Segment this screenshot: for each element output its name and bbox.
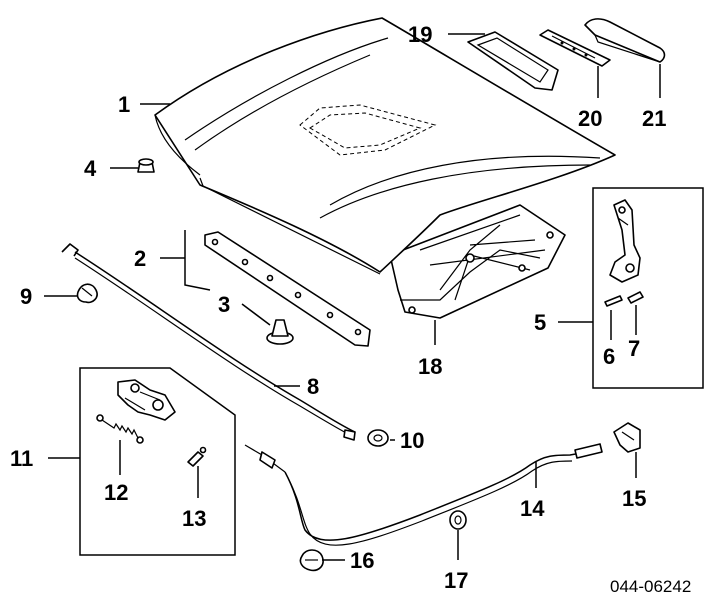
hood-seal <box>204 231 371 347</box>
hood-inner-panel <box>389 204 566 319</box>
callout-19: 19 <box>408 22 432 47</box>
hood-panel <box>154 17 616 275</box>
callout-20: 20 <box>578 106 602 131</box>
callout-14: 14 <box>520 496 545 521</box>
callout-3: 3 <box>218 292 230 317</box>
grommet-10 <box>367 429 389 447</box>
callout-8: 8 <box>307 374 319 399</box>
hood-lock <box>117 379 176 421</box>
grommet-17 <box>449 510 467 530</box>
leader-lines <box>44 33 661 561</box>
garnish-strip <box>584 18 666 63</box>
lock-spring <box>96 414 144 444</box>
lock-group-box <box>79 367 236 556</box>
hood-scoop <box>467 31 559 91</box>
shim-7 <box>627 291 644 304</box>
callout-11: 11 <box>10 446 33 471</box>
callout-16: 16 <box>350 548 374 573</box>
release-cable <box>244 443 603 546</box>
bumper-4 <box>137 158 155 173</box>
callout-9: 9 <box>20 284 32 309</box>
callout-5: 5 <box>534 310 546 335</box>
callout-15: 15 <box>622 486 646 511</box>
diagram-reference-code: 044-06242 <box>610 577 691 596</box>
emblem <box>539 29 611 67</box>
hood-hinge <box>609 199 641 283</box>
callout-17: 17 <box>444 568 468 593</box>
callout-13: 13 <box>182 506 206 531</box>
shim-6 <box>604 295 623 307</box>
callout-21: 21 <box>642 106 666 131</box>
callout-2: 2 <box>134 246 146 271</box>
lock-pin <box>187 446 207 467</box>
clip-3 <box>266 319 294 345</box>
callout-6: 6 <box>603 344 615 369</box>
callout-4: 4 <box>84 156 97 181</box>
callout-7: 7 <box>628 336 640 361</box>
callout-18: 18 <box>418 354 442 379</box>
support-rod <box>61 243 356 441</box>
callout-1: 1 <box>118 92 130 117</box>
rod-holder <box>76 283 98 304</box>
hinge-group-box <box>592 187 704 389</box>
callout-10: 10 <box>400 428 424 453</box>
callout-12: 12 <box>104 480 128 505</box>
cable-clamp <box>299 549 324 572</box>
release-lever <box>613 422 641 453</box>
